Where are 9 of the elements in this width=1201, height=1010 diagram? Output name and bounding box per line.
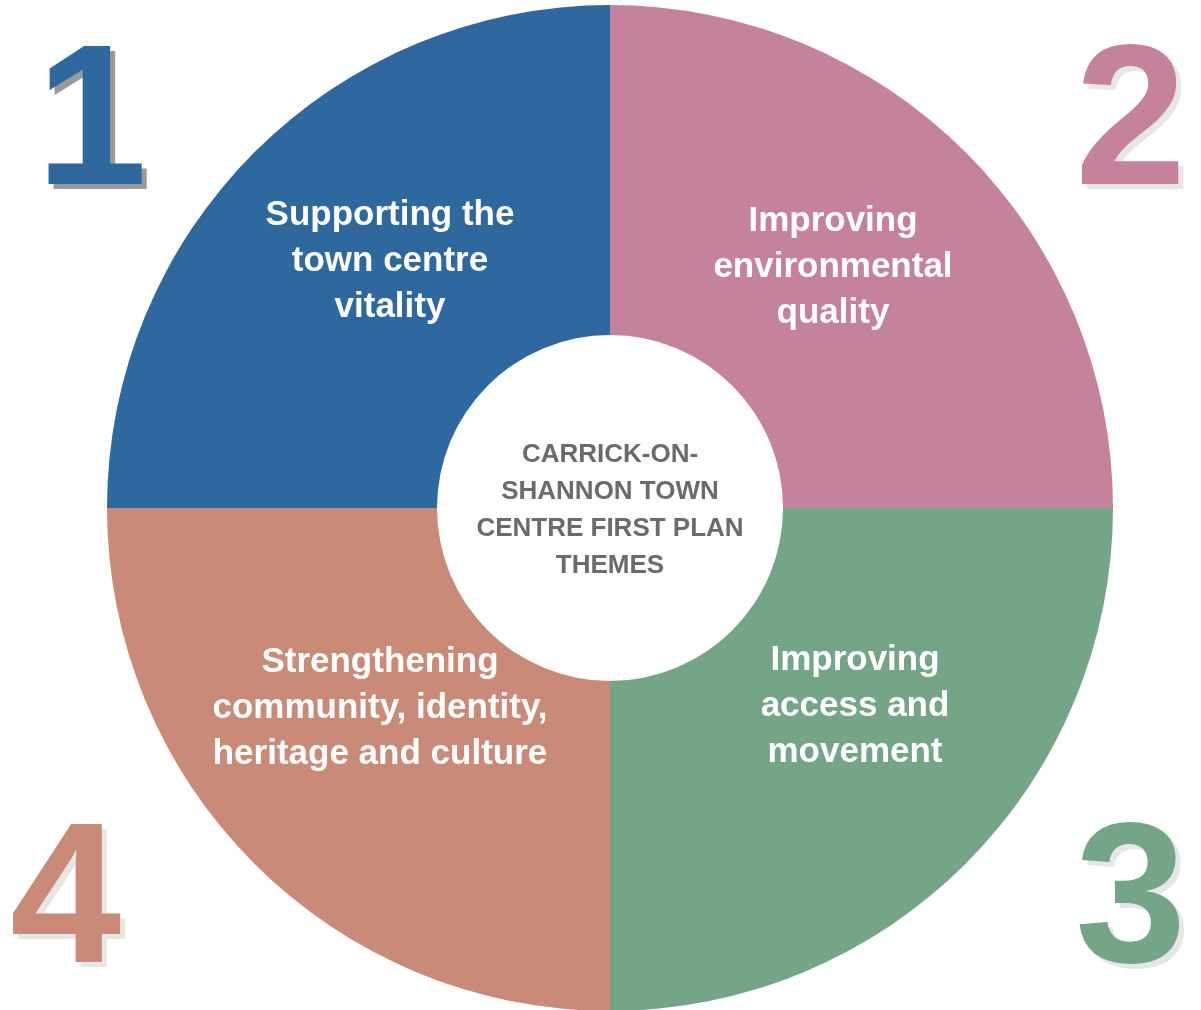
theme-number: 2 (1075, 30, 1187, 200)
theme-number: 1 (36, 30, 148, 200)
theme-title: Improving access and movement (759, 637, 951, 771)
center-title: CARRICK-ON-SHANNON TOWN CENTRE FIRST PLAN THEMES (475, 437, 745, 581)
theme-title: Strengthening community, identity, heritage and culture (211, 639, 549, 773)
theme-number: 3 (1075, 808, 1187, 978)
theme-title: Supporting the town centre vitality (264, 192, 516, 326)
theme-number: 4 (10, 808, 122, 978)
theme-title: Improving environmental quality (712, 198, 954, 332)
